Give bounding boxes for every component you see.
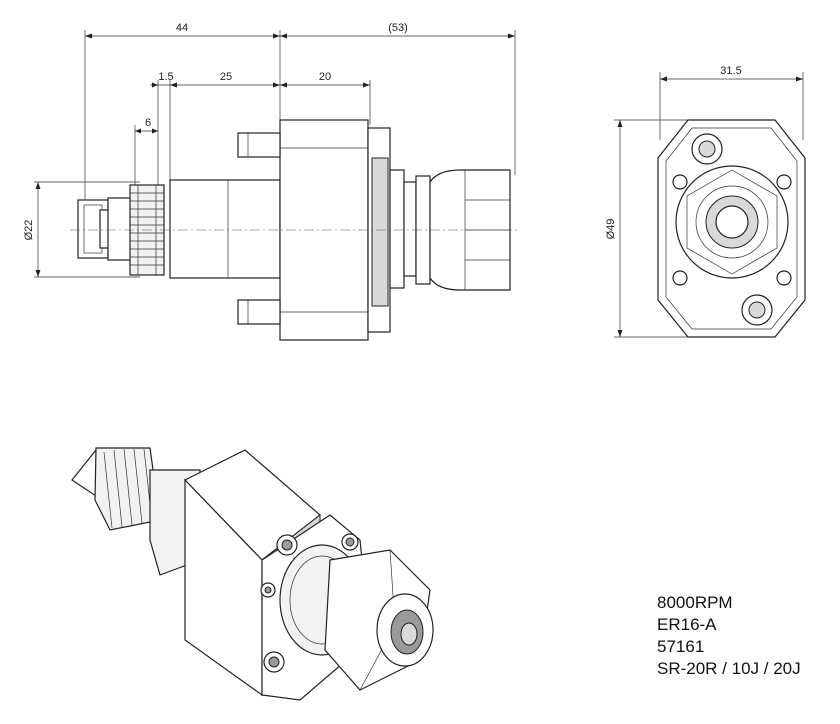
isometric-view xyxy=(71,447,434,701)
dim-dia-22: Ø22 xyxy=(23,220,35,241)
spec-models: SR-20R / 10J / 20J xyxy=(657,659,801,678)
dim-53: (53) xyxy=(388,22,408,34)
spec-collet: ER16-A xyxy=(657,615,717,634)
side-view: 44 (53) 1.5 25 20 6 Ø22 xyxy=(23,22,520,341)
dim-44: 44 xyxy=(176,22,188,34)
front-view: 31.5 Ø49 xyxy=(605,65,806,338)
dim-25: 25 xyxy=(220,71,232,83)
dim-6: 6 xyxy=(145,117,151,129)
dim-dia-49: Ø49 xyxy=(605,219,617,240)
dim-31-5: 31.5 xyxy=(720,65,741,77)
dim-1-5: 1.5 xyxy=(158,71,173,83)
spec-part-number: 57161 xyxy=(657,637,705,656)
spec-block: 8000RPM ER16-A 57161 SR-20R / 10J / 20J xyxy=(657,592,801,680)
spec-rpm: 8000RPM xyxy=(657,593,733,612)
dim-20: 20 xyxy=(319,71,331,83)
